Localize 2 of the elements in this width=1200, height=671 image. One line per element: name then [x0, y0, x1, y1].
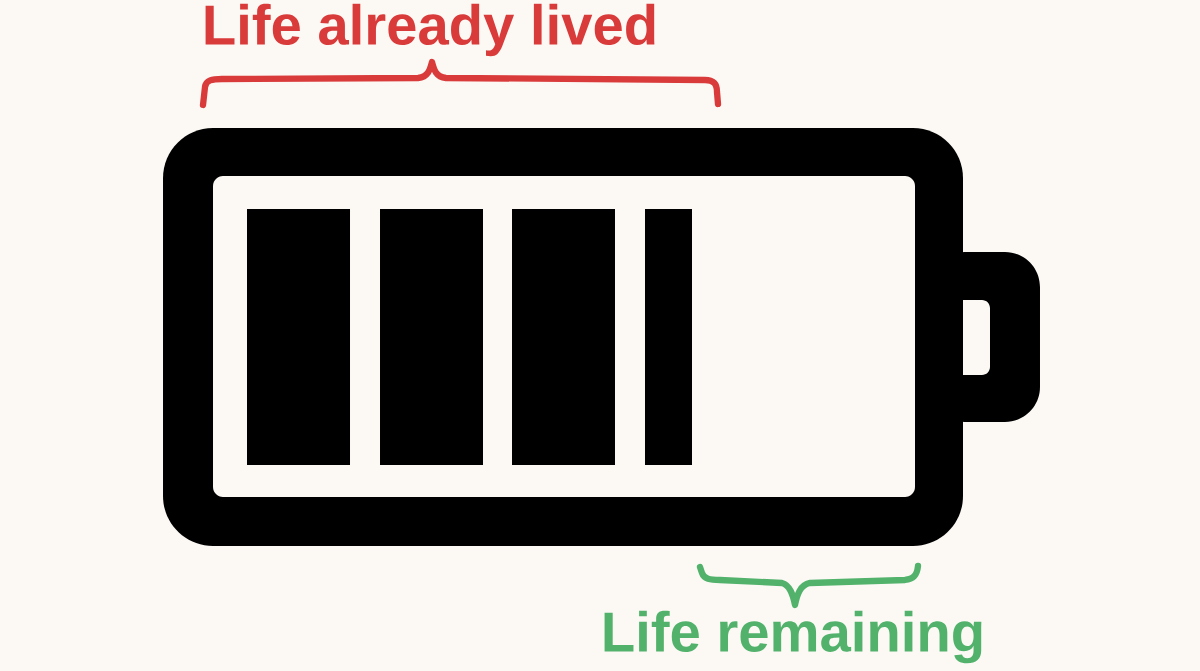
brace-label: Life remaining — [604, 610, 982, 664]
brace-label: Life already lived — [205, 3, 655, 57]
